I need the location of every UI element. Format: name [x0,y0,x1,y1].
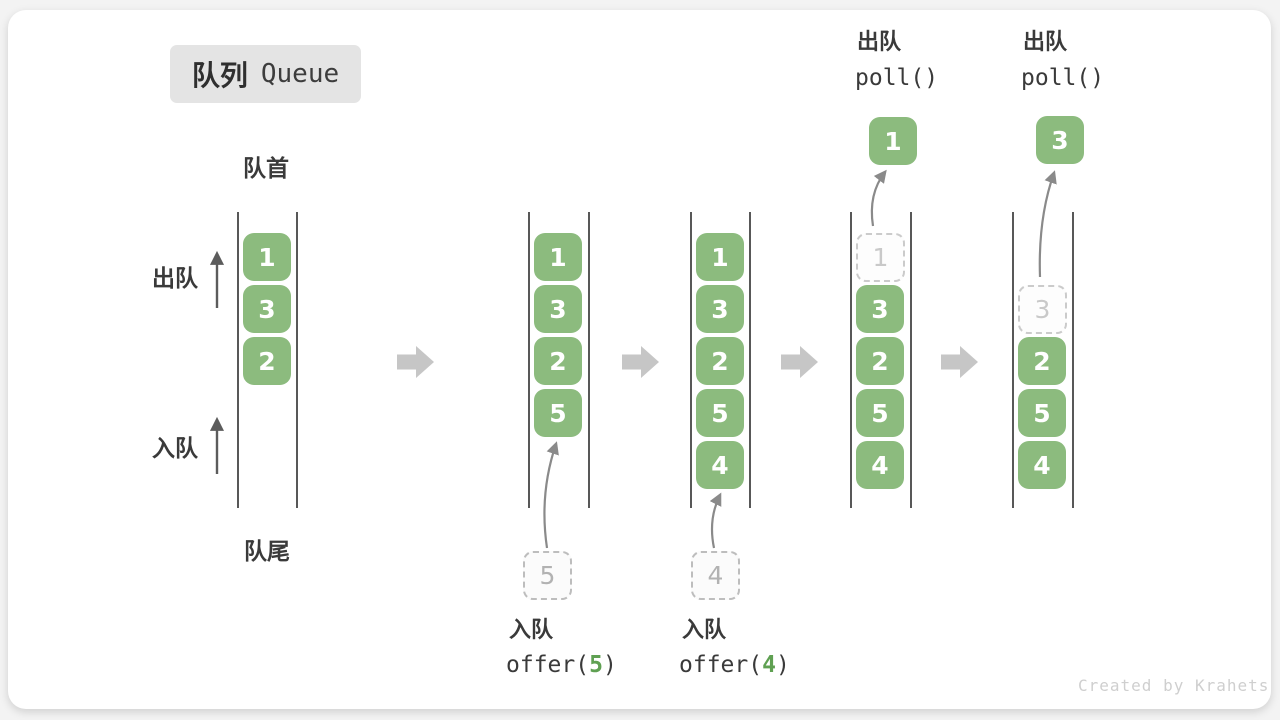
stage-arrow-icon [622,345,660,379]
queue-item: 5 [1018,389,1066,437]
queue-item: 1 [696,233,744,281]
op-code-poll: poll() [1021,65,1105,91]
queue-item: 3 [534,285,582,333]
queue-item: 2 [696,337,744,385]
code-arg: 5 [589,652,603,678]
credit-text: Created by Krahets [1078,676,1270,695]
queue-wall [850,212,852,508]
op-code-offer-4: offer(4) [679,652,790,678]
incoming-item: 5 [523,551,572,600]
code-arg: 4 [762,652,776,678]
queue-item: 5 [856,389,904,437]
queue-item: 2 [534,337,582,385]
queue-item: 2 [243,337,291,385]
queue-wall [1072,212,1074,508]
code-suffix: ) [775,652,790,678]
queue-item: 4 [856,441,904,489]
queue-item: 3 [696,285,744,333]
dequeued-item: 1 [869,117,917,165]
queue-item: 4 [696,441,744,489]
label-enqueue: 入队 [152,436,198,462]
op-code-poll: poll() [855,65,939,91]
queue-item: 3 [856,285,904,333]
queue-item: 1 [243,233,291,281]
queue-wall [749,212,751,508]
op-label-enqueue: 入队 [509,618,554,643]
code-prefix: offer( [679,652,763,678]
queue-item: 2 [856,337,904,385]
stage-arrow-icon [941,345,979,379]
queue-item: 1 [534,233,582,281]
queue-item: 3 [243,285,291,333]
label-dequeue: 出队 [152,266,198,292]
queue-wall [690,212,692,508]
queue-wall [237,212,239,508]
title-en: Queue [260,59,340,89]
queue-item: 5 [534,389,582,437]
queue-item: 4 [1018,441,1066,489]
op-label-enqueue: 入队 [682,618,727,643]
queue-item: 2 [1018,337,1066,385]
queue-wall [296,212,298,508]
label-queue-rear: 队尾 [244,539,290,565]
incoming-item: 4 [691,551,740,600]
code-prefix: offer( [506,652,590,678]
title-zh: 队列 [191,59,248,92]
queue-wall [528,212,530,508]
stage-arrow-icon [397,345,435,379]
op-label-dequeue: 出队 [1023,30,1068,55]
title-badge: 队列 Queue [170,45,361,103]
queue-item: 5 [696,389,744,437]
label-queue-front: 队首 [243,156,289,182]
queue-wall [1012,212,1014,508]
code-suffix: ) [602,652,617,678]
queue-wall [910,212,912,508]
op-label-dequeue: 出队 [857,30,902,55]
dequeued-item: 3 [1036,116,1084,164]
dequeued-ghost-item: 3 [1018,285,1067,334]
stage-arrow-icon [781,345,819,379]
op-code-offer-5: offer(5) [506,652,617,678]
queue-wall [588,212,590,508]
dequeued-ghost-item: 1 [856,233,905,282]
